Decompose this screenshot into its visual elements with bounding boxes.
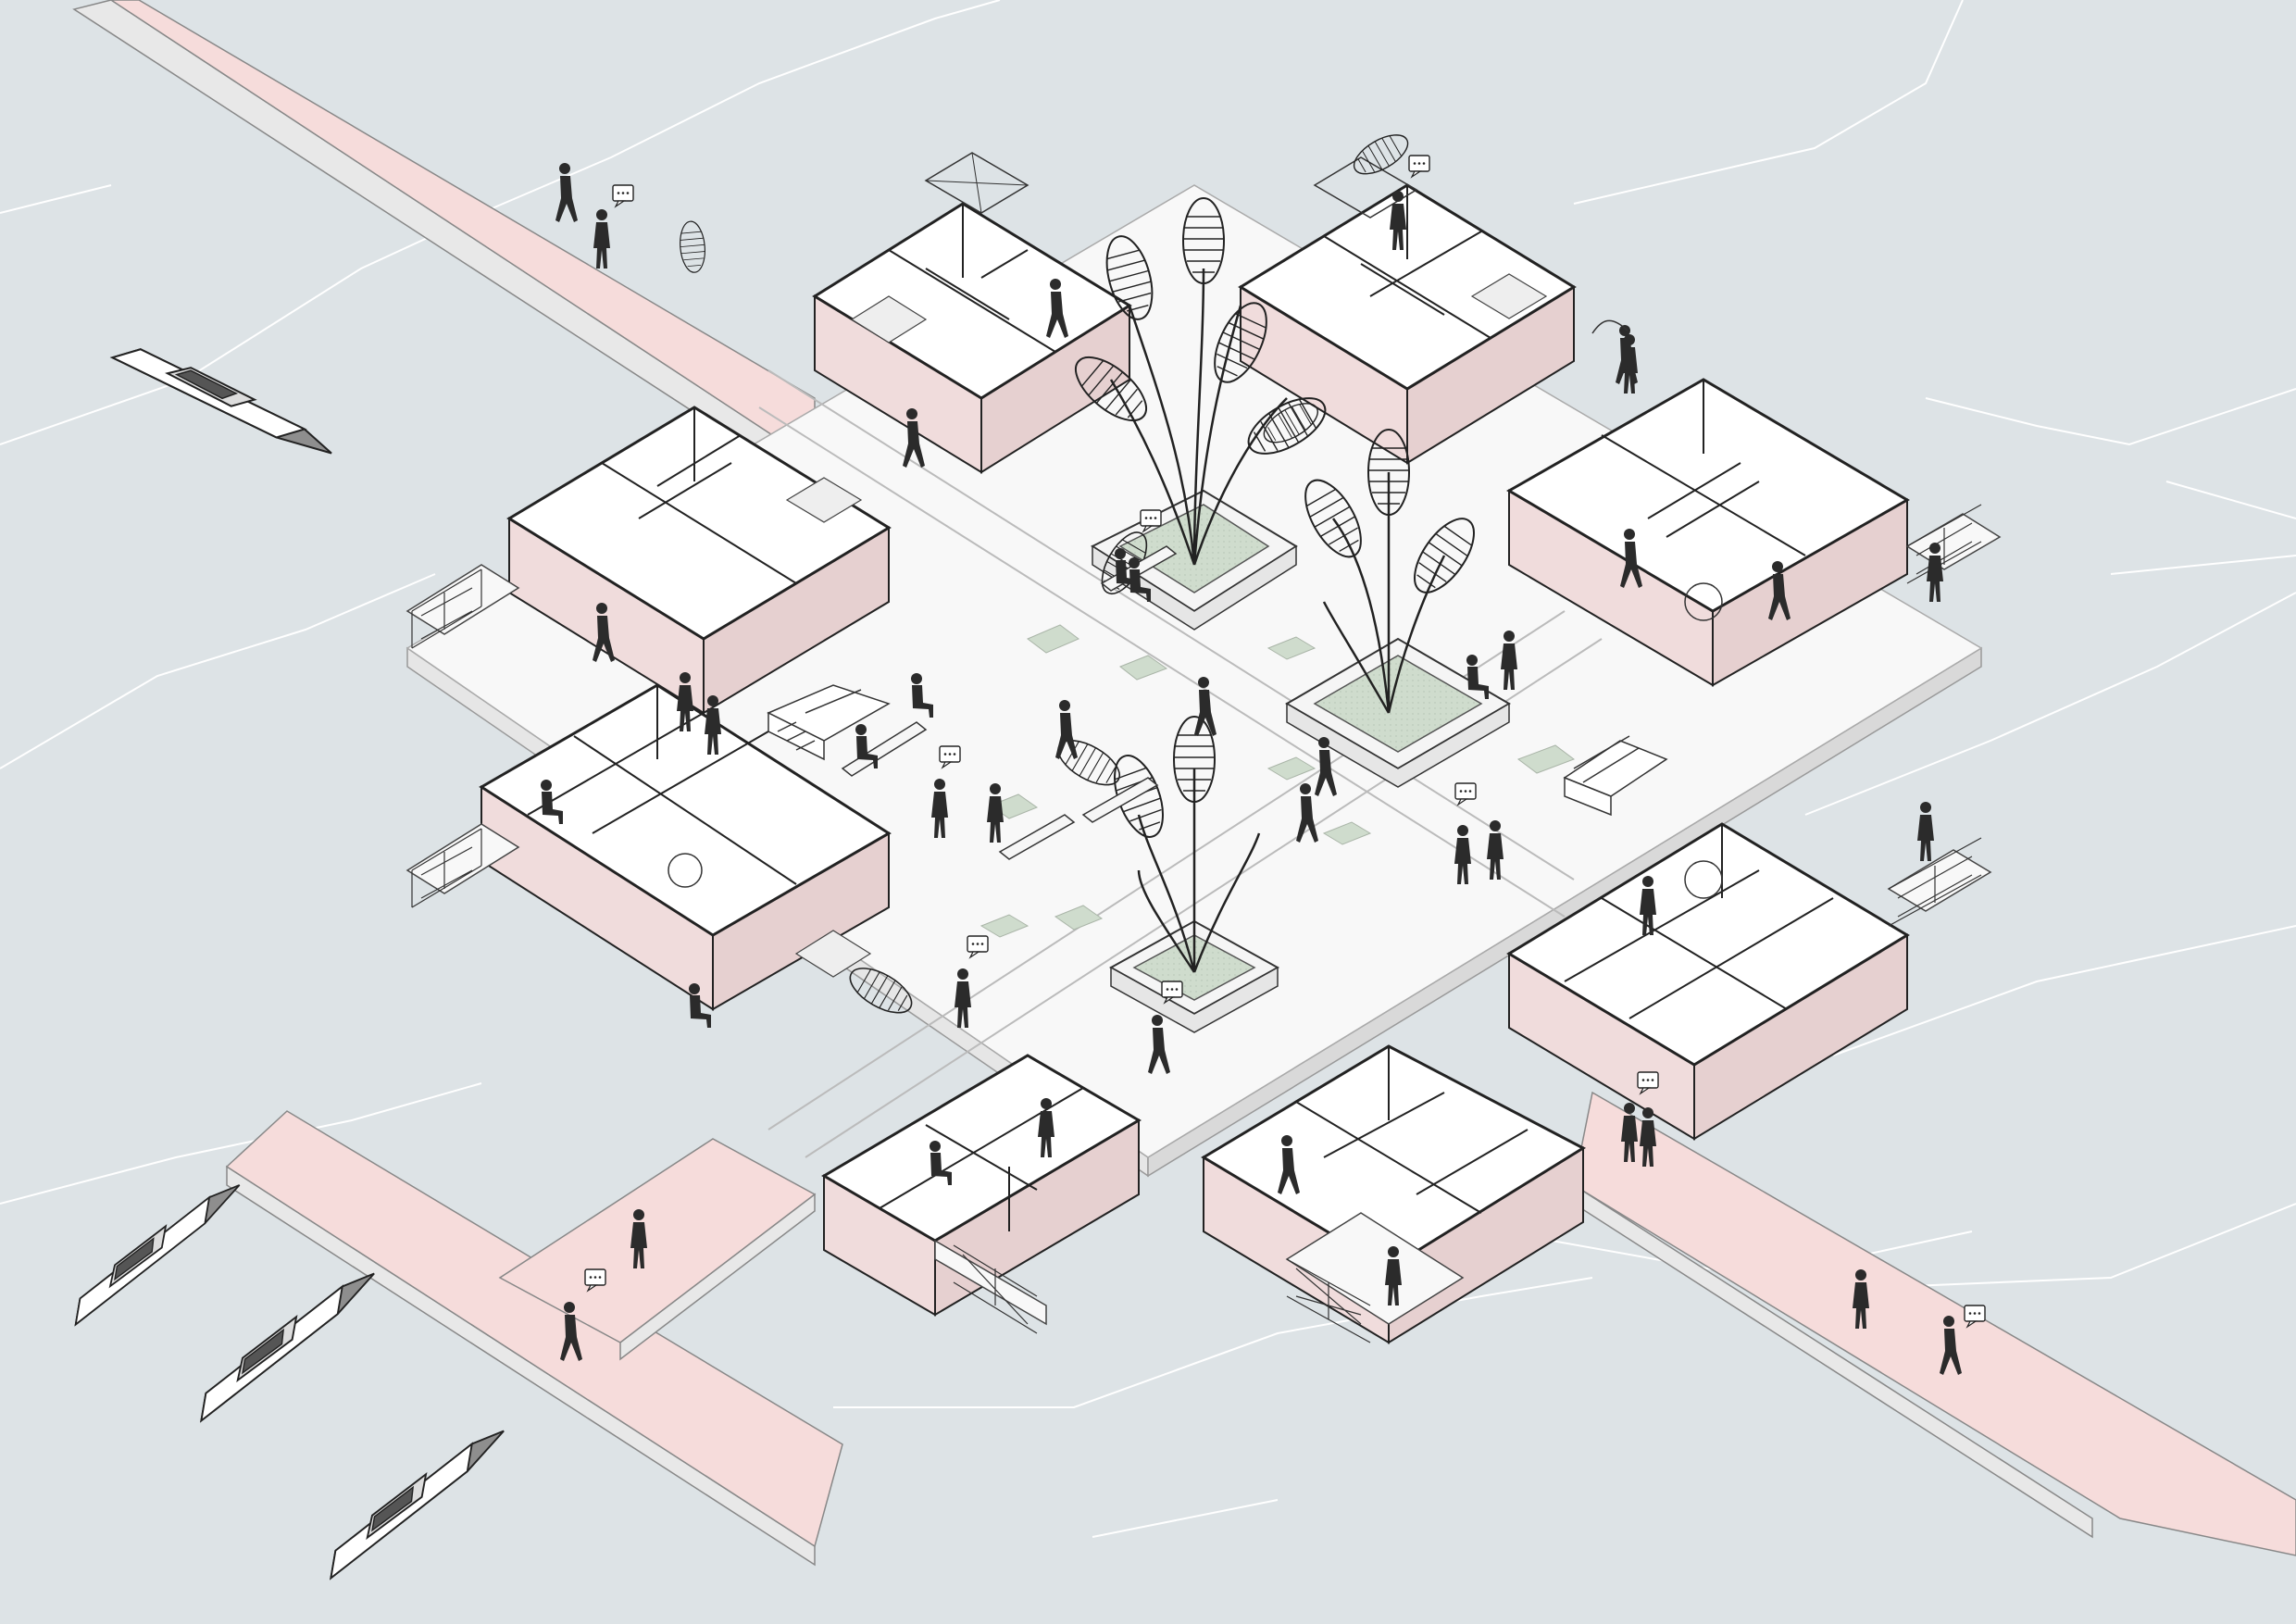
tree-south	[842, 394, 1325, 1023]
paving-tiles	[980, 624, 1576, 938]
module-south-right	[1201, 1044, 1587, 1344]
stair-west	[767, 684, 891, 761]
tree-north	[677, 196, 1336, 566]
module-north-right	[1238, 156, 1577, 465]
module-north-left	[812, 152, 1132, 474]
fishing-line	[1591, 319, 1628, 334]
stair-east	[1563, 735, 1668, 817]
pier-southwest	[225, 1110, 843, 1567]
tree-east	[1050, 126, 1487, 795]
water-lines	[0, 0, 2296, 1538]
module-east-lower	[1506, 822, 1992, 1141]
planter-east	[1285, 637, 1511, 788]
railings	[411, 504, 1982, 1343]
module-south-left	[821, 1054, 1142, 1326]
module-west-lower	[406, 683, 892, 1011]
